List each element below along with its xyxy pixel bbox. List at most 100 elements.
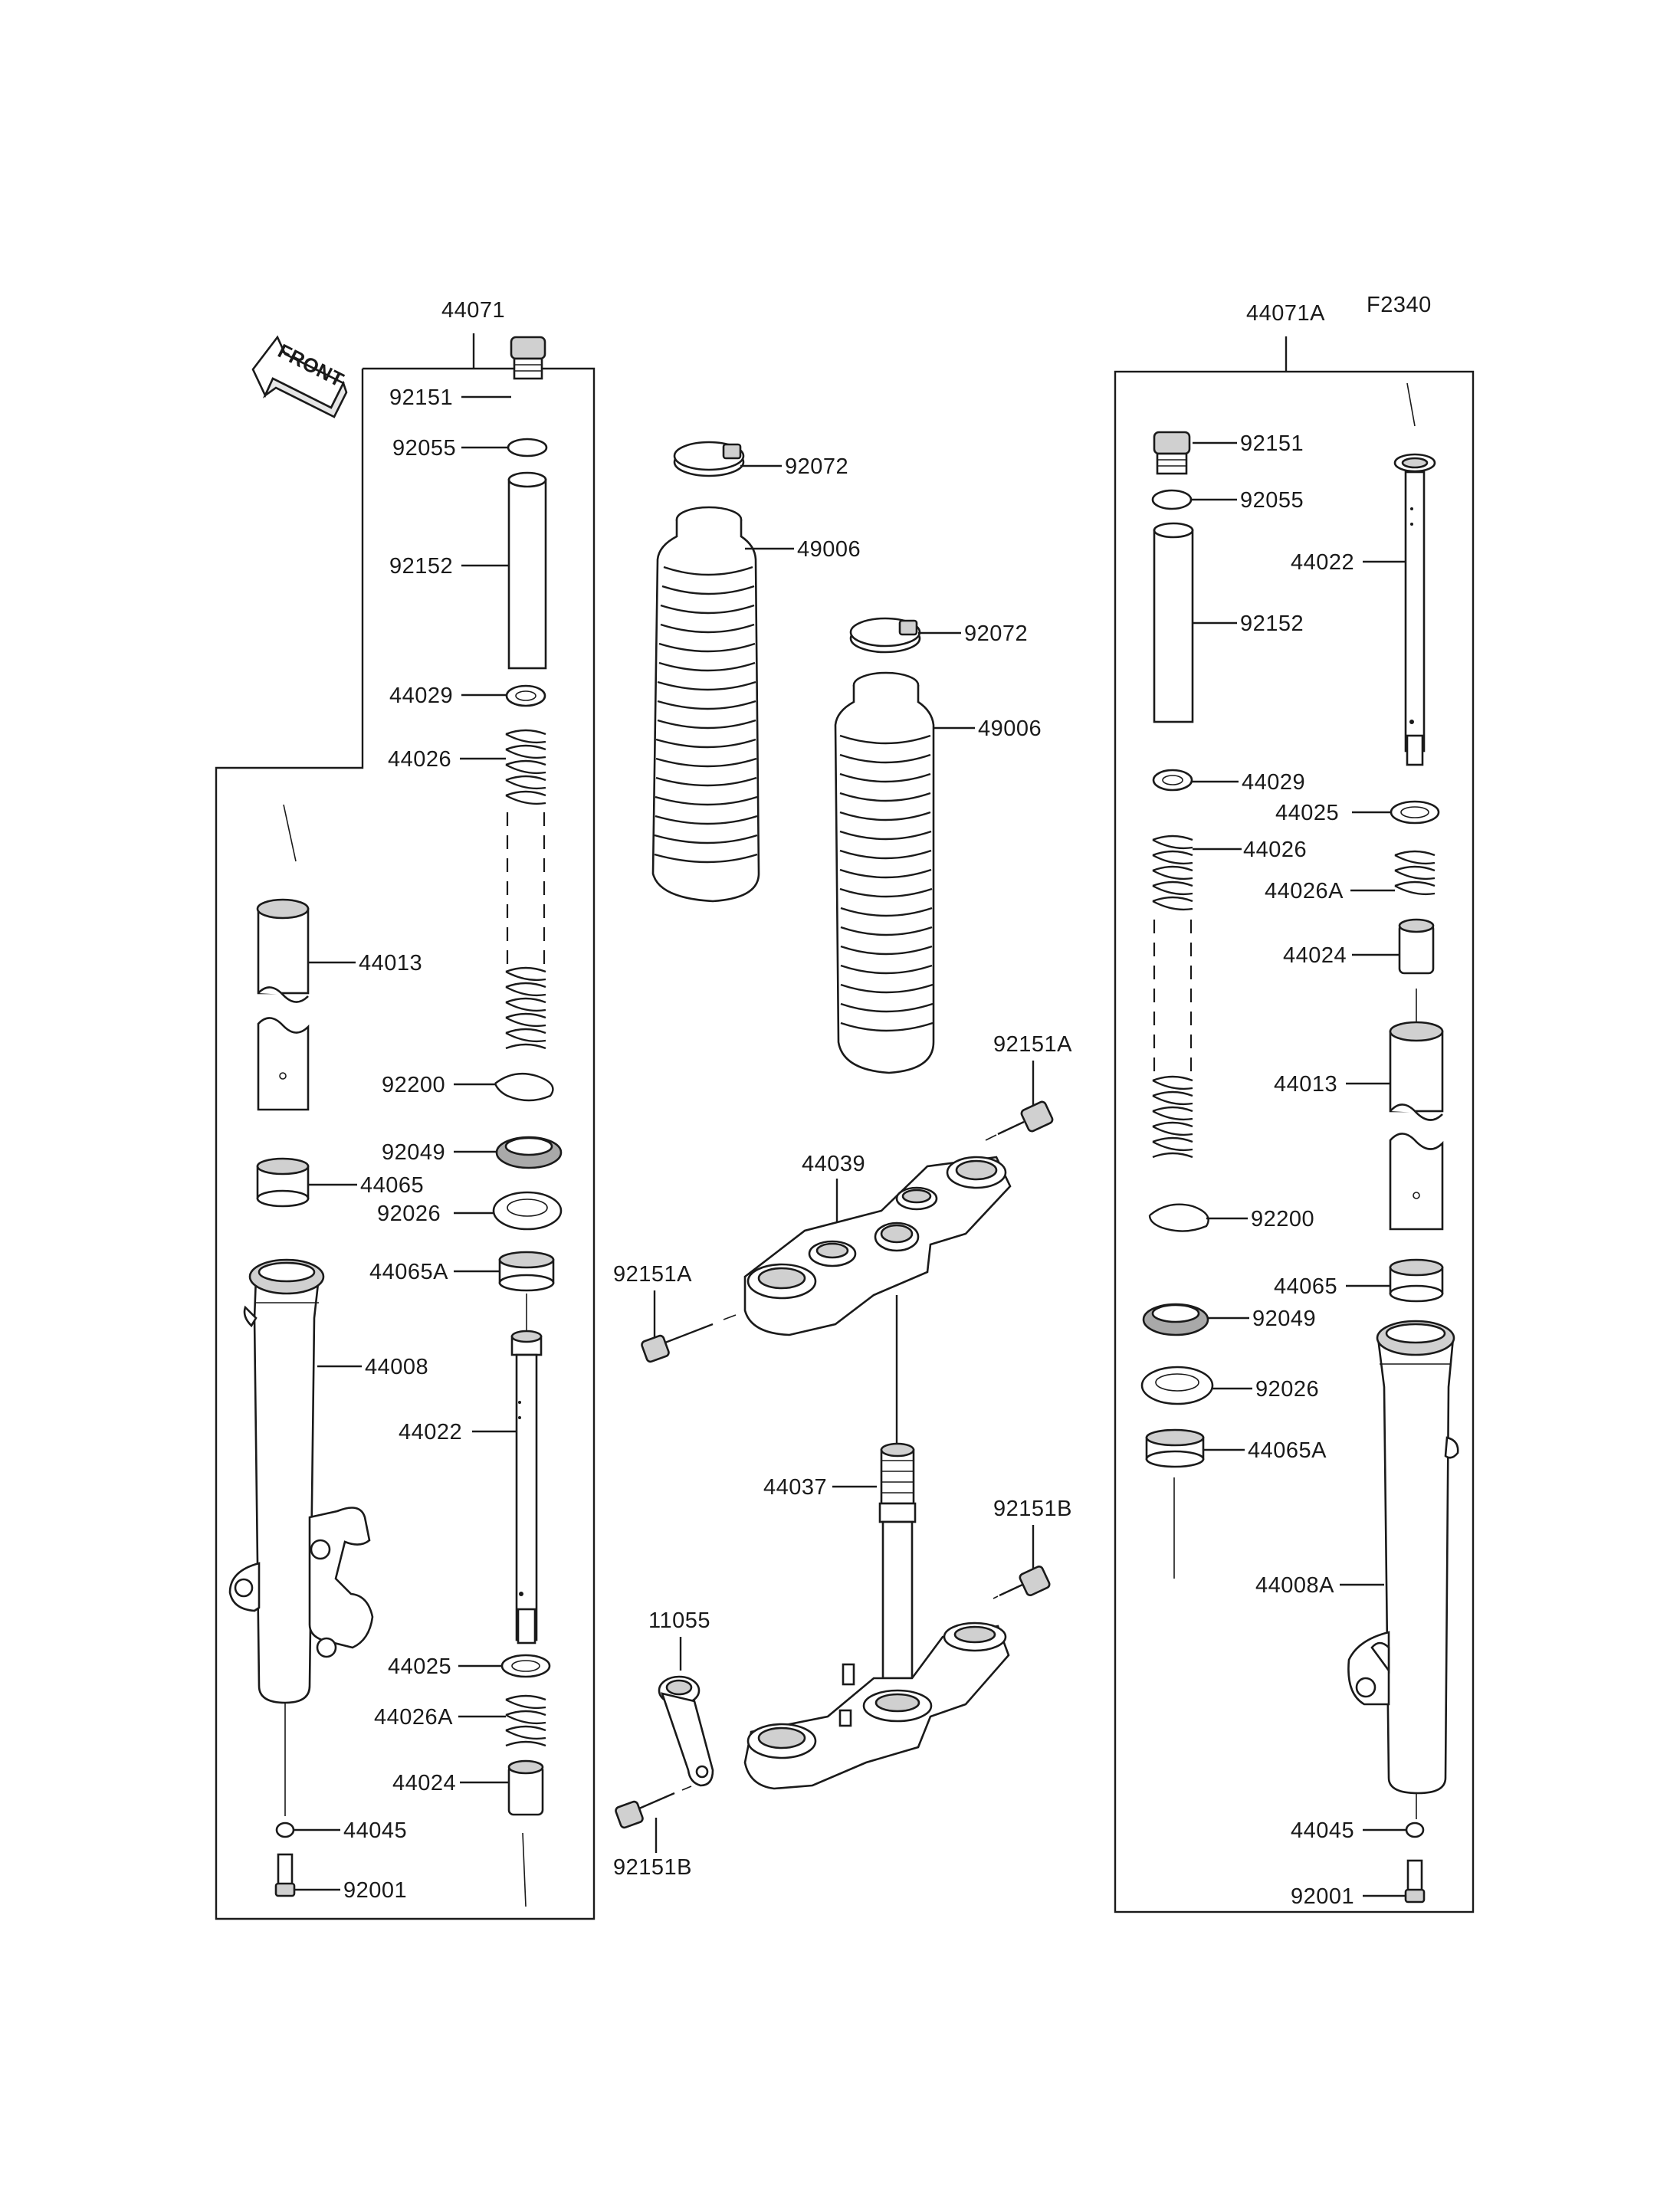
part-44029-washer-right [1152, 769, 1193, 792]
callout-44025: 44025 [388, 1654, 451, 1679]
callout-44008A: 44008A [1255, 1573, 1334, 1598]
callout-44065: 44065 [360, 1173, 424, 1198]
callout-92055-right: 92055 [1240, 488, 1304, 513]
part-44026-fork-spring [505, 729, 546, 1050]
part-92151A-bolt-upper [985, 1100, 1054, 1141]
callout-92151-right: 92151 [1240, 431, 1304, 456]
callout-92055: 92055 [392, 436, 456, 461]
callout-44029-right: 44029 [1242, 770, 1305, 795]
part-44026A-spring [505, 1694, 546, 1747]
part-92026-washer-right [1140, 1366, 1214, 1405]
callout-44037: 44037 [763, 1475, 827, 1500]
callout-92151A-top: 92151A [993, 1032, 1072, 1057]
part-44008A-outer-tube [1347, 1320, 1459, 1795]
callout-44065-right: 44065 [1274, 1274, 1337, 1299]
part-44037-steering-stem [743, 1442, 1010, 1790]
part-92072-boot-clamp-upper [673, 441, 745, 477]
part-92200-circlip [494, 1072, 554, 1102]
callout-49006-left: 49006 [797, 537, 861, 562]
callout-92049-right: 92049 [1252, 1307, 1316, 1331]
callout-92001-right: 92001 [1291, 1884, 1354, 1909]
center-components: 92072 49006 92072 49006 92151A [613, 441, 1072, 1880]
callout-44065A: 44065A [369, 1260, 448, 1284]
callout-44026: 44026 [388, 747, 451, 772]
assembly-label-44071: 44071 [441, 298, 505, 323]
callout-92026: 92026 [377, 1202, 441, 1226]
part-44026-fork-spring-right [1152, 835, 1193, 1159]
part-44045-gasket [275, 1822, 295, 1838]
part-92152-collar-right [1153, 522, 1194, 723]
part-92026-washer [492, 1191, 563, 1231]
part-92049-oil-seal [495, 1136, 563, 1169]
callout-92072-upper: 92072 [785, 454, 848, 479]
part-92049-oil-seal-right [1142, 1303, 1209, 1336]
callout-92151B-bottom: 92151B [613, 1855, 692, 1880]
part-44024-oil-lock-piece [507, 1759, 544, 1816]
callout-44025-right: 44025 [1275, 801, 1339, 825]
callout-44022-right: 44022 [1291, 550, 1354, 575]
callout-92151A-left: 92151A [613, 1262, 692, 1287]
callout-92152-right: 92152 [1240, 612, 1304, 636]
part-44024-oil-lock-piece-right [1398, 918, 1435, 975]
right-fork-assembly: 44071A 92151 92055 44022 [1114, 301, 1475, 1913]
callout-92151: 92151 [389, 385, 453, 410]
callout-44022: 44022 [399, 1420, 462, 1444]
figure-code: F2340 [1367, 293, 1432, 317]
part-44013-inner-tube [256, 898, 310, 1111]
part-92072-boot-clamp-lower [849, 617, 921, 654]
callout-44024-right: 44024 [1283, 943, 1347, 968]
part-44045-gasket-right [1405, 1822, 1425, 1838]
callout-44039: 44039 [802, 1152, 865, 1176]
part-92151B-bolt-bottom [615, 1785, 692, 1829]
callout-92049: 92049 [382, 1140, 445, 1165]
part-44008-outer-tube [228, 1258, 374, 1816]
part-44065-bushing-right [1389, 1258, 1444, 1303]
part-11055-bracket [658, 1675, 714, 1787]
part-44065A-bushing-right [1145, 1428, 1205, 1468]
part-44013-inner-tube-right [1389, 1021, 1444, 1231]
part-44022-damper-rod-right [1393, 453, 1436, 766]
callout-44024: 44024 [392, 1771, 456, 1795]
part-44026A-spring-right [1394, 850, 1436, 896]
part-44039-upper-bracket [743, 1156, 1012, 1336]
callout-44013: 44013 [359, 951, 422, 976]
part-44065-bushing [256, 1157, 310, 1208]
part-92055-o-ring-right [1151, 489, 1193, 510]
callout-44029: 44029 [389, 684, 453, 708]
callout-44008: 44008 [365, 1355, 428, 1379]
part-92151A-bolt-left [641, 1314, 737, 1363]
callout-44026-right: 44026 [1243, 838, 1307, 862]
part-92001-bolt [274, 1853, 296, 1897]
callout-92001: 92001 [343, 1878, 407, 1903]
callout-49006-right: 49006 [978, 716, 1042, 741]
part-44025-washer-right [1390, 800, 1440, 825]
callout-44026A-right: 44026A [1265, 879, 1344, 903]
part-49006-fork-boot-left [651, 506, 760, 903]
part-44029-washer [505, 684, 546, 707]
callout-92026-right: 92026 [1255, 1377, 1319, 1402]
part-92151-cap-bolt [510, 336, 546, 380]
callout-92072-lower: 92072 [964, 621, 1028, 646]
part-92055-o-ring [507, 438, 548, 457]
front-direction-arrow: FRONT [251, 335, 348, 418]
callout-44045-right: 44045 [1291, 1818, 1354, 1843]
callout-44065A-right: 44065A [1248, 1438, 1327, 1463]
callout-44013-right: 44013 [1274, 1072, 1337, 1097]
callout-92152: 92152 [389, 554, 453, 579]
part-44025-washer [500, 1654, 551, 1678]
part-44022-damper-rod [510, 1330, 543, 1644]
part-92151B-bolt-right [993, 1565, 1051, 1599]
part-92200-circlip-right [1148, 1203, 1209, 1232]
part-92152-collar [507, 471, 547, 670]
callout-44045: 44045 [343, 1818, 407, 1843]
callout-92151B-right: 92151B [993, 1497, 1072, 1521]
part-49006-fork-boot-right [834, 671, 935, 1074]
callout-92200-right: 92200 [1251, 1207, 1314, 1231]
callout-11055: 11055 [648, 1608, 710, 1633]
callout-44026A: 44026A [374, 1705, 453, 1730]
part-92001-bolt-right [1404, 1859, 1426, 1904]
callout-92200: 92200 [382, 1073, 445, 1097]
part-92151-cap-bolt-right [1153, 431, 1191, 475]
part-44065A-bushing [498, 1251, 555, 1292]
